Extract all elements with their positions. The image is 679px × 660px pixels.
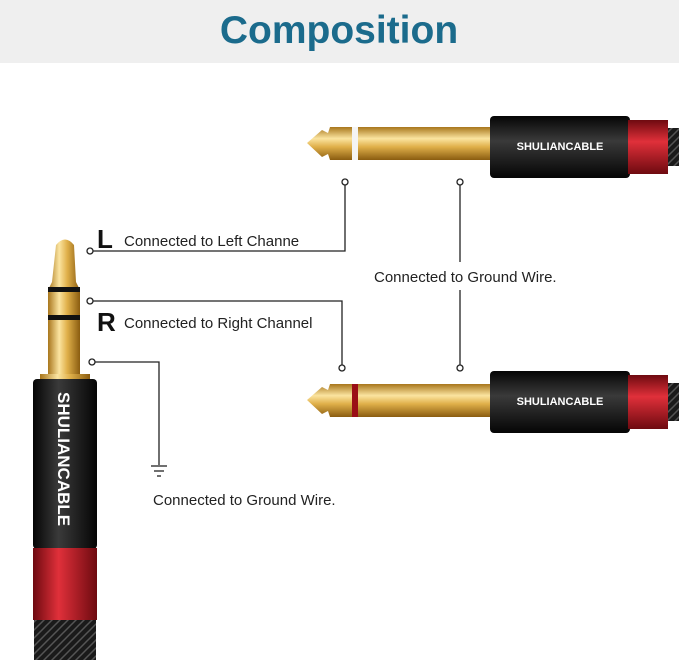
stereo-3-5mm-plug: SHULIANCABLE (33, 239, 97, 660)
connector-lines (93, 184, 461, 477)
brand-label-bottom: SHULIANCABLE (517, 396, 604, 408)
left-channel-label: Connected to Left Channe (124, 233, 299, 250)
left-letter: L (97, 224, 113, 254)
header-band (0, 0, 679, 63)
page-title: Composition (220, 9, 458, 52)
right-letter: R (97, 307, 116, 337)
connector-dots (86, 178, 464, 372)
ground-label-right: Connected to Ground Wire. (374, 269, 557, 286)
ground-label-left: Connected to Ground Wire. (153, 492, 336, 509)
brand-label-top: SHULIANCABLE (517, 141, 604, 153)
right-channel-label: Connected to Right Channel (124, 315, 312, 332)
brand-label-vertical: SHULIANCABLE (54, 392, 73, 526)
mono-plug-right: SHULIANCABLE (307, 371, 679, 433)
mono-plug-left: SHULIANCABLE (307, 116, 679, 178)
